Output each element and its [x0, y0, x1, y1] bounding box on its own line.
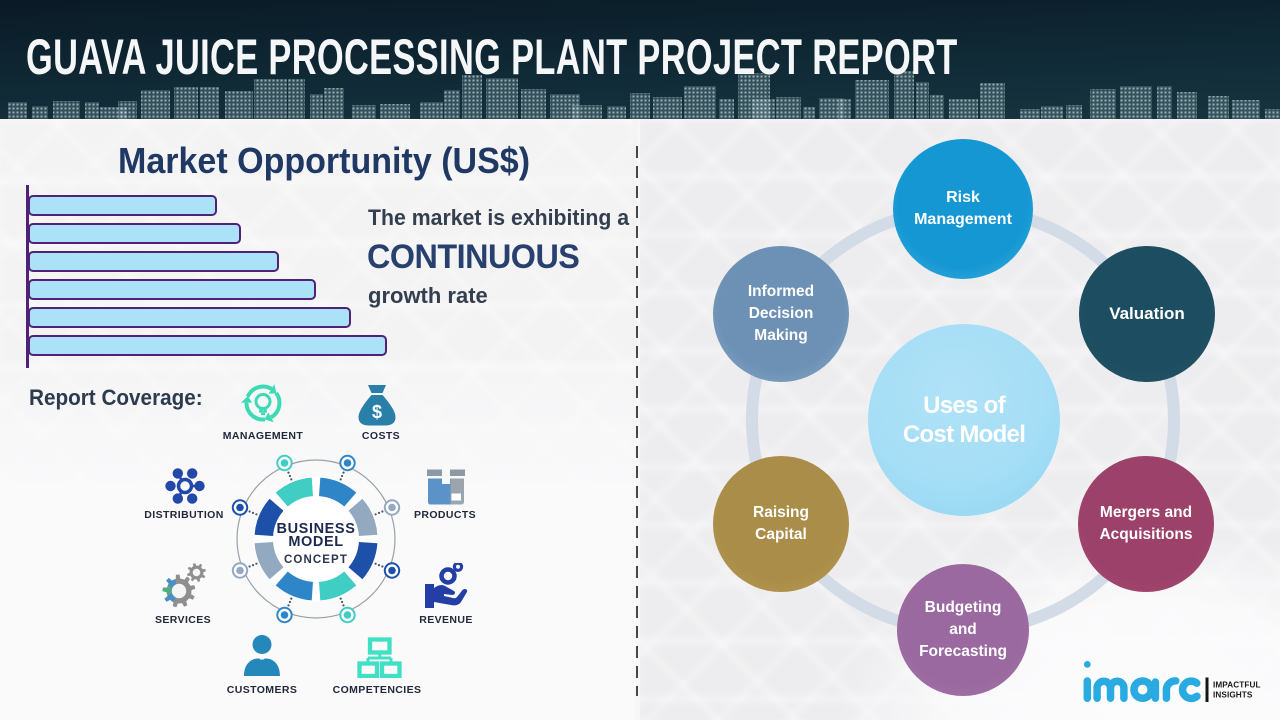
- svg-text:INSIGHTS: INSIGHTS: [1213, 690, 1253, 699]
- svg-text:IMPACTFUL: IMPACTFUL: [1213, 680, 1261, 689]
- svg-text:$: $: [372, 402, 382, 422]
